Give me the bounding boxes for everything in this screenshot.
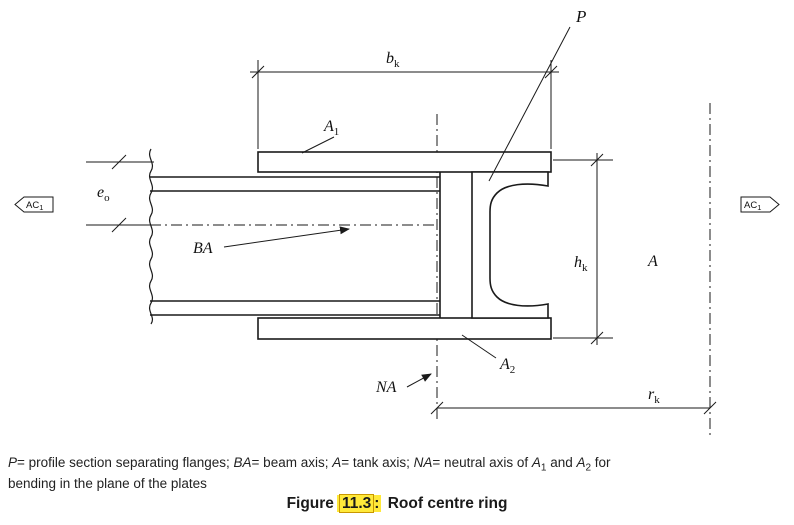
figure-number-highlight: 11.3: <box>336 494 382 514</box>
label-eo: eo <box>97 184 110 204</box>
ac1-marker-left: AC1 <box>14 196 54 213</box>
figure-title-text: Roof centre ring <box>387 495 508 513</box>
note-a1: A <box>531 455 541 470</box>
diagram-labels: P bk A1 eo BA hk A A2 NA rk <box>97 7 660 406</box>
note-a2-sub: 2 <box>585 462 592 474</box>
ac1-left-label: AC1 <box>26 200 43 212</box>
roof-centre-ring-diagram: AC1 AC1 P bk A1 eo BA hk A A2 NA rk <box>14 7 780 438</box>
note-na: NA <box>413 455 433 470</box>
flange-a2-plate <box>257 317 552 340</box>
note-t1: = profile section separating flanges; <box>17 455 234 470</box>
label-a1: A1 <box>323 118 339 138</box>
eo-tick-bottom <box>111 217 127 233</box>
hk-tick-bottom <box>590 331 604 345</box>
label-tank-axis: A <box>647 253 658 270</box>
na-arrow-line <box>406 373 432 388</box>
profile-channel <box>471 171 549 319</box>
label-a2: A2 <box>499 356 515 376</box>
figure-note: P= profile section separating flanges; B… <box>0 446 794 492</box>
bk-tick-right <box>544 65 558 79</box>
label-na: NA <box>375 379 397 396</box>
hk-tick-top <box>590 153 604 167</box>
note-a: A <box>332 455 342 470</box>
note-t7: bending in the plane of the plates <box>8 475 207 491</box>
a2-leader-line <box>461 334 497 359</box>
label-rk: rk <box>648 386 660 406</box>
bk-tick-left <box>251 65 265 79</box>
figure-colon: : <box>374 495 380 513</box>
eo-tick-top <box>111 154 127 170</box>
note-t6: for <box>591 455 611 470</box>
rk-tick-left <box>430 401 444 415</box>
label-p: P <box>575 7 586 26</box>
ac1-right-label: AC1 <box>744 200 761 212</box>
ba-arrow-line <box>223 226 350 248</box>
rk-tick-right <box>703 401 717 415</box>
label-bk: bk <box>386 50 400 70</box>
note-a1-sub: 1 <box>540 462 547 474</box>
note-t5: and <box>546 455 577 470</box>
a1-leader-line <box>301 136 335 154</box>
ac1-right-pennant <box>740 196 780 213</box>
note-t2: = beam axis; <box>251 455 333 470</box>
figure-number: 11.3 <box>338 494 375 514</box>
note-t3: = tank axis; <box>341 455 414 470</box>
figure-prefix: Figure <box>286 495 334 513</box>
note-a2: A <box>576 455 586 470</box>
label-hk: hk <box>574 254 588 274</box>
flange-a1-plate <box>257 151 552 173</box>
p-leader-line <box>488 26 571 182</box>
ac1-left-pennant <box>14 196 54 213</box>
leader-lines <box>223 26 571 388</box>
ac1-marker-right: AC1 <box>740 196 780 213</box>
note-p: P <box>8 455 18 470</box>
dimension-lines <box>86 60 717 415</box>
note-ba: BA <box>233 455 252 470</box>
break-line <box>148 148 154 325</box>
note-t4: = neutral axis of <box>432 455 532 470</box>
structure-outline <box>148 148 552 340</box>
label-ba: BA <box>193 240 213 257</box>
